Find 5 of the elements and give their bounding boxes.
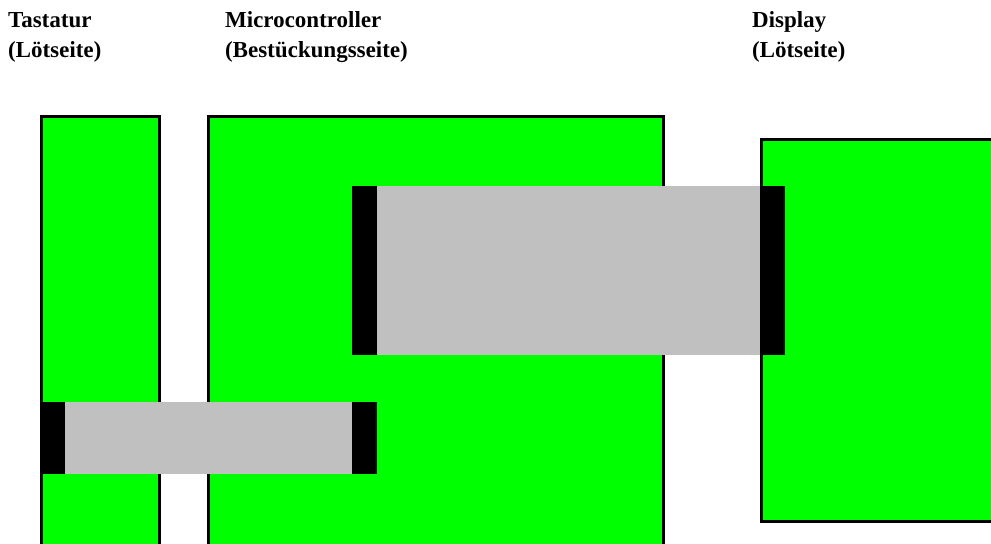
ribbon-cable: [40, 402, 377, 474]
board-heading: Display (Lötseite): [752, 6, 846, 64]
board-heading: Microcontroller (Bestückungsseite): [225, 6, 409, 64]
ribbon-cable: [352, 186, 785, 355]
board-heading: Tastatur (Lötseite): [8, 6, 102, 64]
